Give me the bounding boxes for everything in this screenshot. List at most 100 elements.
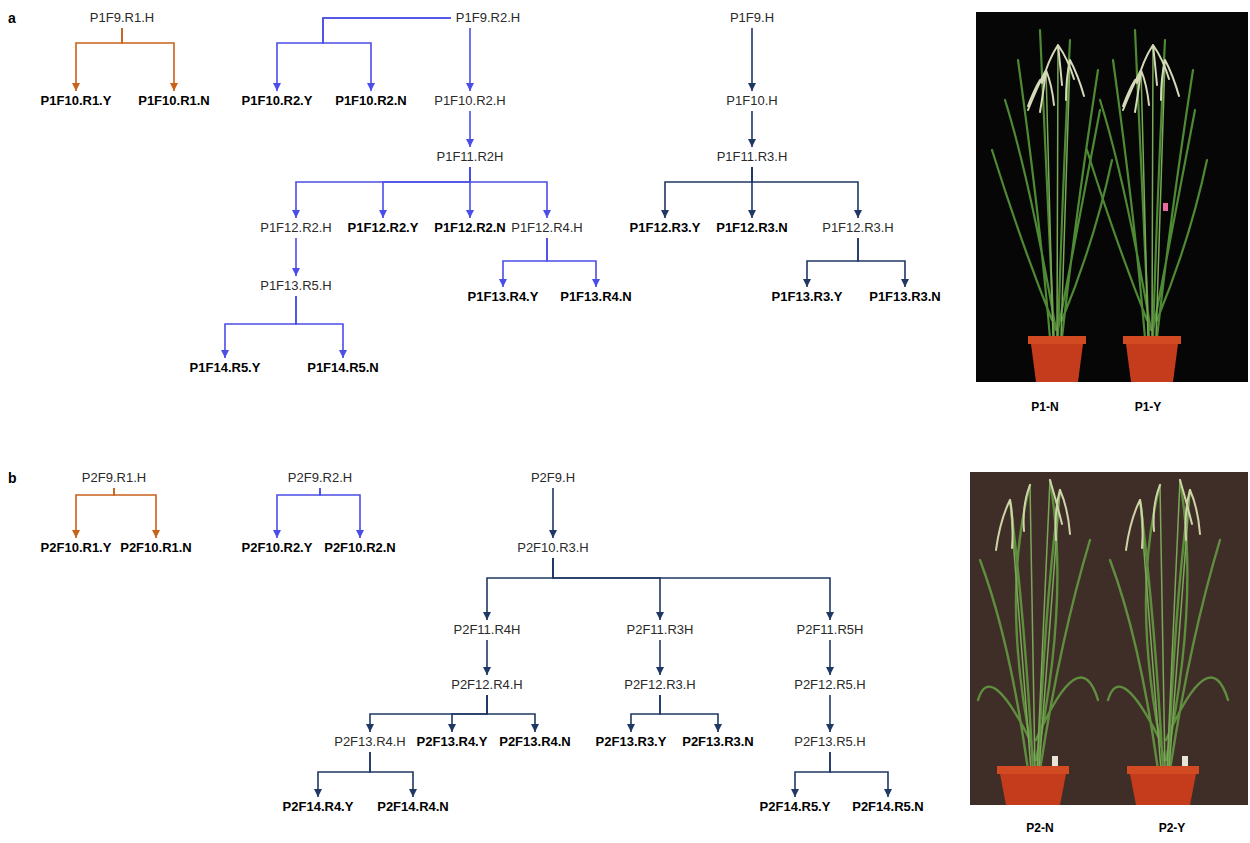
- lineage-arrow: [547, 238, 596, 287]
- lineage-node: P2F12.R3.H: [622, 677, 698, 693]
- lineage-node: P2F10.R2.Y: [240, 540, 315, 556]
- lineage-arrow: [225, 296, 296, 358]
- lineage-arrow: [469, 28, 471, 91]
- lineage-node: P2F12.R5.H: [792, 677, 868, 693]
- lineage-arrow: [76, 488, 114, 538]
- lineage-node: P1F9.R1.H: [88, 10, 156, 26]
- lineage-arrow: [122, 28, 174, 91]
- lineage-node: P2F13.R5.H: [792, 734, 868, 750]
- panel-letter: b: [6, 470, 19, 486]
- lineage-arrow: [631, 695, 660, 732]
- label-text: P2-Y: [1159, 821, 1186, 835]
- node-label: P2F13.R3.N: [682, 734, 754, 749]
- lineage-node: P1F12.R4.H: [509, 220, 585, 236]
- node-label: P1F13.R5.H: [260, 278, 332, 293]
- node-label: P2F12.R4.H: [451, 677, 523, 692]
- node-label: P2F13.R4.H: [334, 734, 406, 749]
- photo-caption: P2-N: [1024, 820, 1055, 836]
- lineage-arrow: [807, 238, 858, 287]
- lineage-node: P2F9.R1.H: [80, 470, 148, 486]
- label-text: b: [8, 470, 17, 486]
- node-label: P1F12.R2.Y: [348, 220, 419, 235]
- lineage-arrow: [552, 488, 554, 538]
- rice-plant: [992, 30, 1112, 382]
- node-label: P1F13.R4.N: [560, 289, 632, 304]
- lineage-arrow: [665, 167, 752, 218]
- lineage-node: P1F10.H: [724, 93, 779, 109]
- lineage-node: P1F12.R3.Y: [628, 220, 703, 236]
- lineage-node: P2F11.R4H: [452, 622, 523, 638]
- lineage-arrow: [320, 488, 360, 538]
- lineage-arrow: [829, 640, 831, 675]
- node-label: P2F11.R4H: [454, 622, 521, 637]
- node-label: P1F13.R3.Y: [772, 289, 843, 304]
- lineage-node: P1F9.H: [728, 10, 776, 26]
- node-label: P1F10.R2.H: [434, 93, 506, 108]
- lineage-node: P1F10.R2.Y: [240, 93, 315, 109]
- rice-plant: [1087, 30, 1207, 382]
- node-label: P1F10.R1.Y: [41, 93, 112, 108]
- lineage-arrow: [487, 558, 553, 620]
- node-label: P1F13.R3.N: [869, 289, 941, 304]
- lineage-node: P2F13.R4.N: [497, 734, 573, 750]
- lineage-arrow: [659, 640, 661, 675]
- label-text: P1-N: [1031, 400, 1058, 414]
- lineage-arrow: [452, 695, 487, 732]
- lineage-arrow: [277, 488, 320, 538]
- lineage-node: P2F13.R3.Y: [594, 734, 669, 750]
- lineage-arrow: [470, 167, 547, 218]
- node-label: P1F11.R3.H: [717, 149, 788, 164]
- lineage-node: P2F10.R3.H: [515, 540, 591, 556]
- node-label: P2F12.R5.H: [794, 677, 866, 692]
- lineage-node: P2F11.R3H: [625, 622, 696, 638]
- node-label: P2F9.R2.H: [288, 470, 352, 485]
- lineage-arrow: [469, 111, 471, 147]
- lineage-arrow: [370, 695, 487, 732]
- node-label: P2F14.R4.Y: [283, 799, 354, 814]
- node-label: P2F11.R5H: [797, 622, 864, 637]
- lineage-node: P1F11.R3.H: [715, 149, 790, 165]
- node-label: P1F9.H: [730, 10, 774, 25]
- lineage-node: P2F13.R3.N: [680, 734, 756, 750]
- node-label: P1F10.R2.Y: [242, 93, 313, 108]
- lineage-arrow: [553, 558, 830, 620]
- lineage-arrow: [296, 167, 470, 218]
- node-label: P2F13.R4.Y: [417, 734, 488, 749]
- lineage-arrow: [858, 238, 905, 287]
- lineage-node: P1F10.R2.H: [432, 93, 508, 109]
- lineage-node: P2F14.R4.N: [375, 799, 451, 815]
- lineage-arrow: [318, 752, 370, 797]
- lineage-arrow: [370, 752, 413, 797]
- lineage-arrow: [486, 640, 488, 675]
- lineage-node: P1F12.R2.Y: [346, 220, 421, 236]
- photo-background: [970, 472, 1248, 805]
- label-text: a: [8, 10, 16, 26]
- lineage-arrow: [829, 695, 831, 732]
- node-label: P1F9.R1.H: [90, 10, 154, 25]
- node-label: P1F10.H: [726, 93, 777, 108]
- node-label: P2F14.R4.N: [377, 799, 449, 814]
- node-label: P2F13.R5.H: [794, 734, 866, 749]
- node-label: P1F13.R4.Y: [468, 289, 539, 304]
- node-label: P2F10.R2.Y: [242, 540, 313, 555]
- lineage-arrow: [296, 296, 343, 358]
- node-label: P2F12.R3.H: [624, 677, 696, 692]
- lineage-node: P1F13.R4.N: [558, 289, 634, 305]
- node-label: P2F14.R5.Y: [760, 799, 831, 814]
- lineage-node: P1F10.R1.Y: [39, 93, 114, 109]
- lineage-node: P2F9.R2.H: [286, 470, 354, 486]
- lineage-node: P2F14.R4.Y: [281, 799, 356, 815]
- lineage-arrow: [830, 752, 888, 797]
- lineage-node: P1F14.R5.Y: [188, 360, 263, 376]
- node-label: P1F10.R1.N: [138, 93, 210, 108]
- lineage-arrow: [295, 238, 297, 276]
- lineage-arrow: [752, 167, 858, 218]
- lineage-arrow: [487, 695, 535, 732]
- node-label: P2F10.R1.N: [120, 540, 192, 555]
- lineage-node: P1F13.R3.N: [867, 289, 943, 305]
- lineage-arrow: [795, 752, 830, 797]
- lineage-arrow: [751, 28, 753, 91]
- plant-tag: [1163, 203, 1168, 211]
- node-label: P1F14.R5.N: [307, 360, 379, 375]
